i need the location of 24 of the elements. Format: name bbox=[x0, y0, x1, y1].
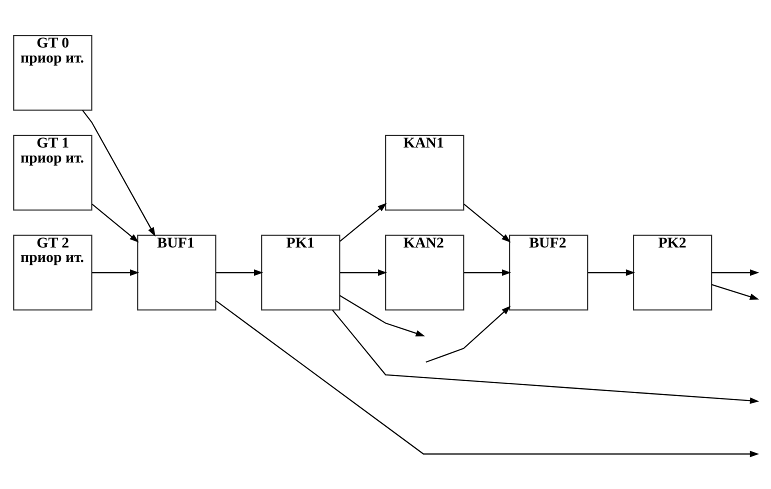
arrow bbox=[425, 305, 510, 362]
arrow bbox=[339, 202, 386, 242]
arrow bbox=[215, 300, 759, 457]
arrow bbox=[92, 268, 139, 276]
arrow bbox=[332, 309, 759, 404]
arrow bbox=[338, 294, 425, 336]
node-box: KAN1 bbox=[384, 134, 464, 210]
arrow bbox=[463, 268, 511, 276]
arrow bbox=[711, 268, 759, 276]
node-box: KAN2 bbox=[384, 234, 464, 310]
node-box: GT 1 приор ит. bbox=[12, 134, 92, 210]
arrow bbox=[215, 268, 263, 276]
arrow bbox=[339, 268, 387, 276]
node-box: BUF2 bbox=[508, 234, 588, 310]
node-box: PK2 bbox=[632, 234, 712, 310]
node-box: GT 2 приор ит. bbox=[12, 234, 92, 310]
node-box: GT 0 приор ит. bbox=[12, 34, 92, 110]
arrow bbox=[463, 203, 510, 242]
arrow bbox=[711, 284, 759, 300]
arrow bbox=[587, 268, 635, 276]
node-box: BUF1 bbox=[136, 234, 216, 310]
arrow bbox=[91, 203, 138, 242]
arrow bbox=[82, 109, 155, 236]
node-box: PK1 bbox=[260, 234, 340, 310]
